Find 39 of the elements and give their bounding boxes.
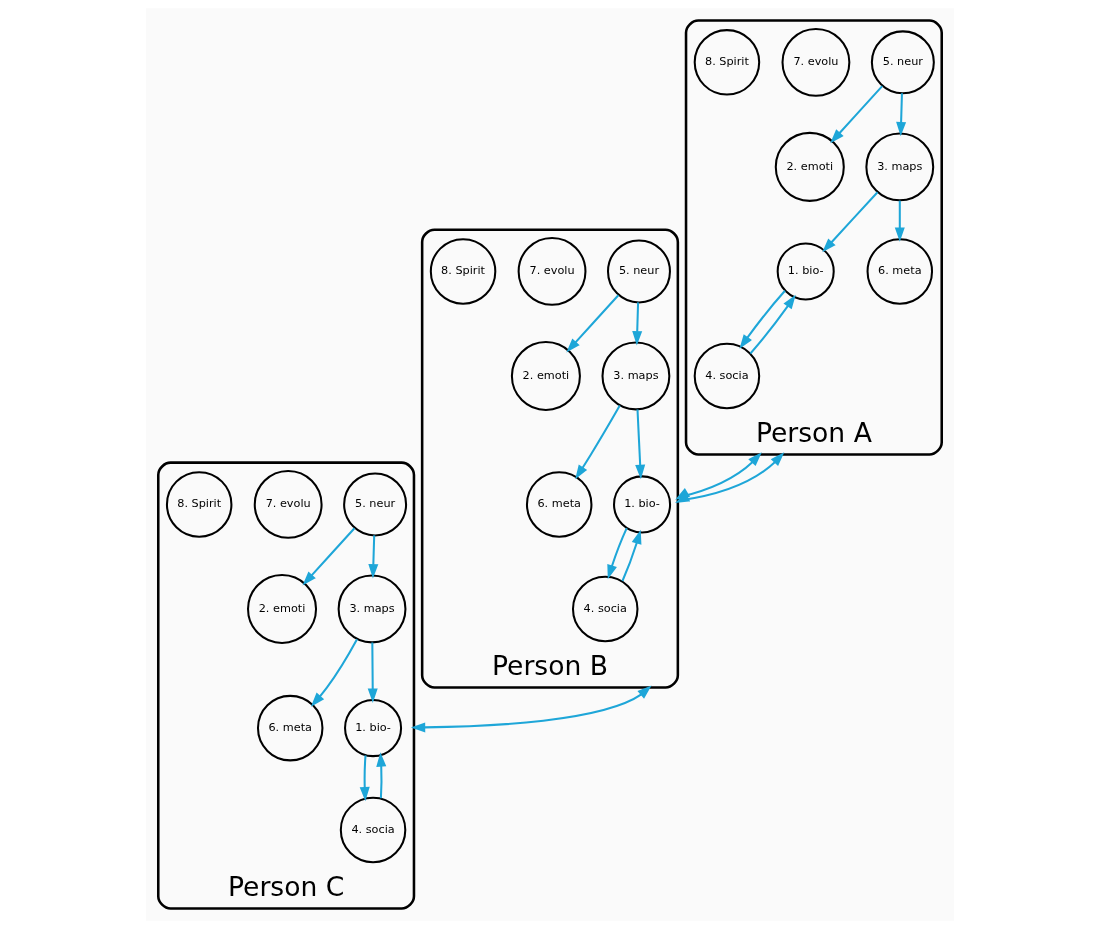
node-circle: 3. maps <box>865 132 935 202</box>
node-circle: 6. meta <box>866 238 934 305</box>
arrow <box>749 294 796 355</box>
node-circle: 7. evolu <box>253 469 323 539</box>
node-circle: 6. meta <box>525 471 593 538</box>
arrow <box>896 93 907 137</box>
arrow <box>635 409 646 480</box>
arrow <box>632 302 643 346</box>
arrow <box>822 191 879 253</box>
node-circle: 7. evolu <box>781 27 851 97</box>
arrow <box>310 638 358 707</box>
arrow <box>410 685 652 733</box>
arrow <box>830 85 883 144</box>
arrow <box>894 200 905 242</box>
arrow <box>575 405 621 480</box>
node-circle: 3. maps <box>601 341 671 411</box>
node-circle: 5. neur <box>343 472 408 537</box>
node-circle: 7. evolu <box>517 237 587 306</box>
node-circle: 8. Spirit <box>693 29 761 96</box>
node-circle: 4. socia <box>571 575 639 643</box>
arrow <box>359 755 370 802</box>
arrow <box>367 642 378 703</box>
node-circle: 5. neur <box>606 239 671 304</box>
arrow <box>376 752 387 799</box>
arrow <box>607 527 628 580</box>
node-circle: 1. bio- <box>776 242 835 301</box>
node-circle: 8. Spirit <box>429 238 497 305</box>
node-circle: 8. Spirit <box>165 471 233 538</box>
arrow <box>566 294 620 353</box>
node-circle: 4. socia <box>693 342 761 410</box>
arrow <box>368 535 379 579</box>
node-circle: 1. bio- <box>613 475 672 534</box>
arrow <box>302 527 356 586</box>
node-circle: 5. neur <box>870 30 935 95</box>
node-circle: 1. bio- <box>344 699 403 758</box>
node-circle: 3. maps <box>337 574 407 644</box>
arrow <box>621 529 642 582</box>
arrow <box>739 290 786 349</box>
node-circle: 4. socia <box>339 796 407 864</box>
